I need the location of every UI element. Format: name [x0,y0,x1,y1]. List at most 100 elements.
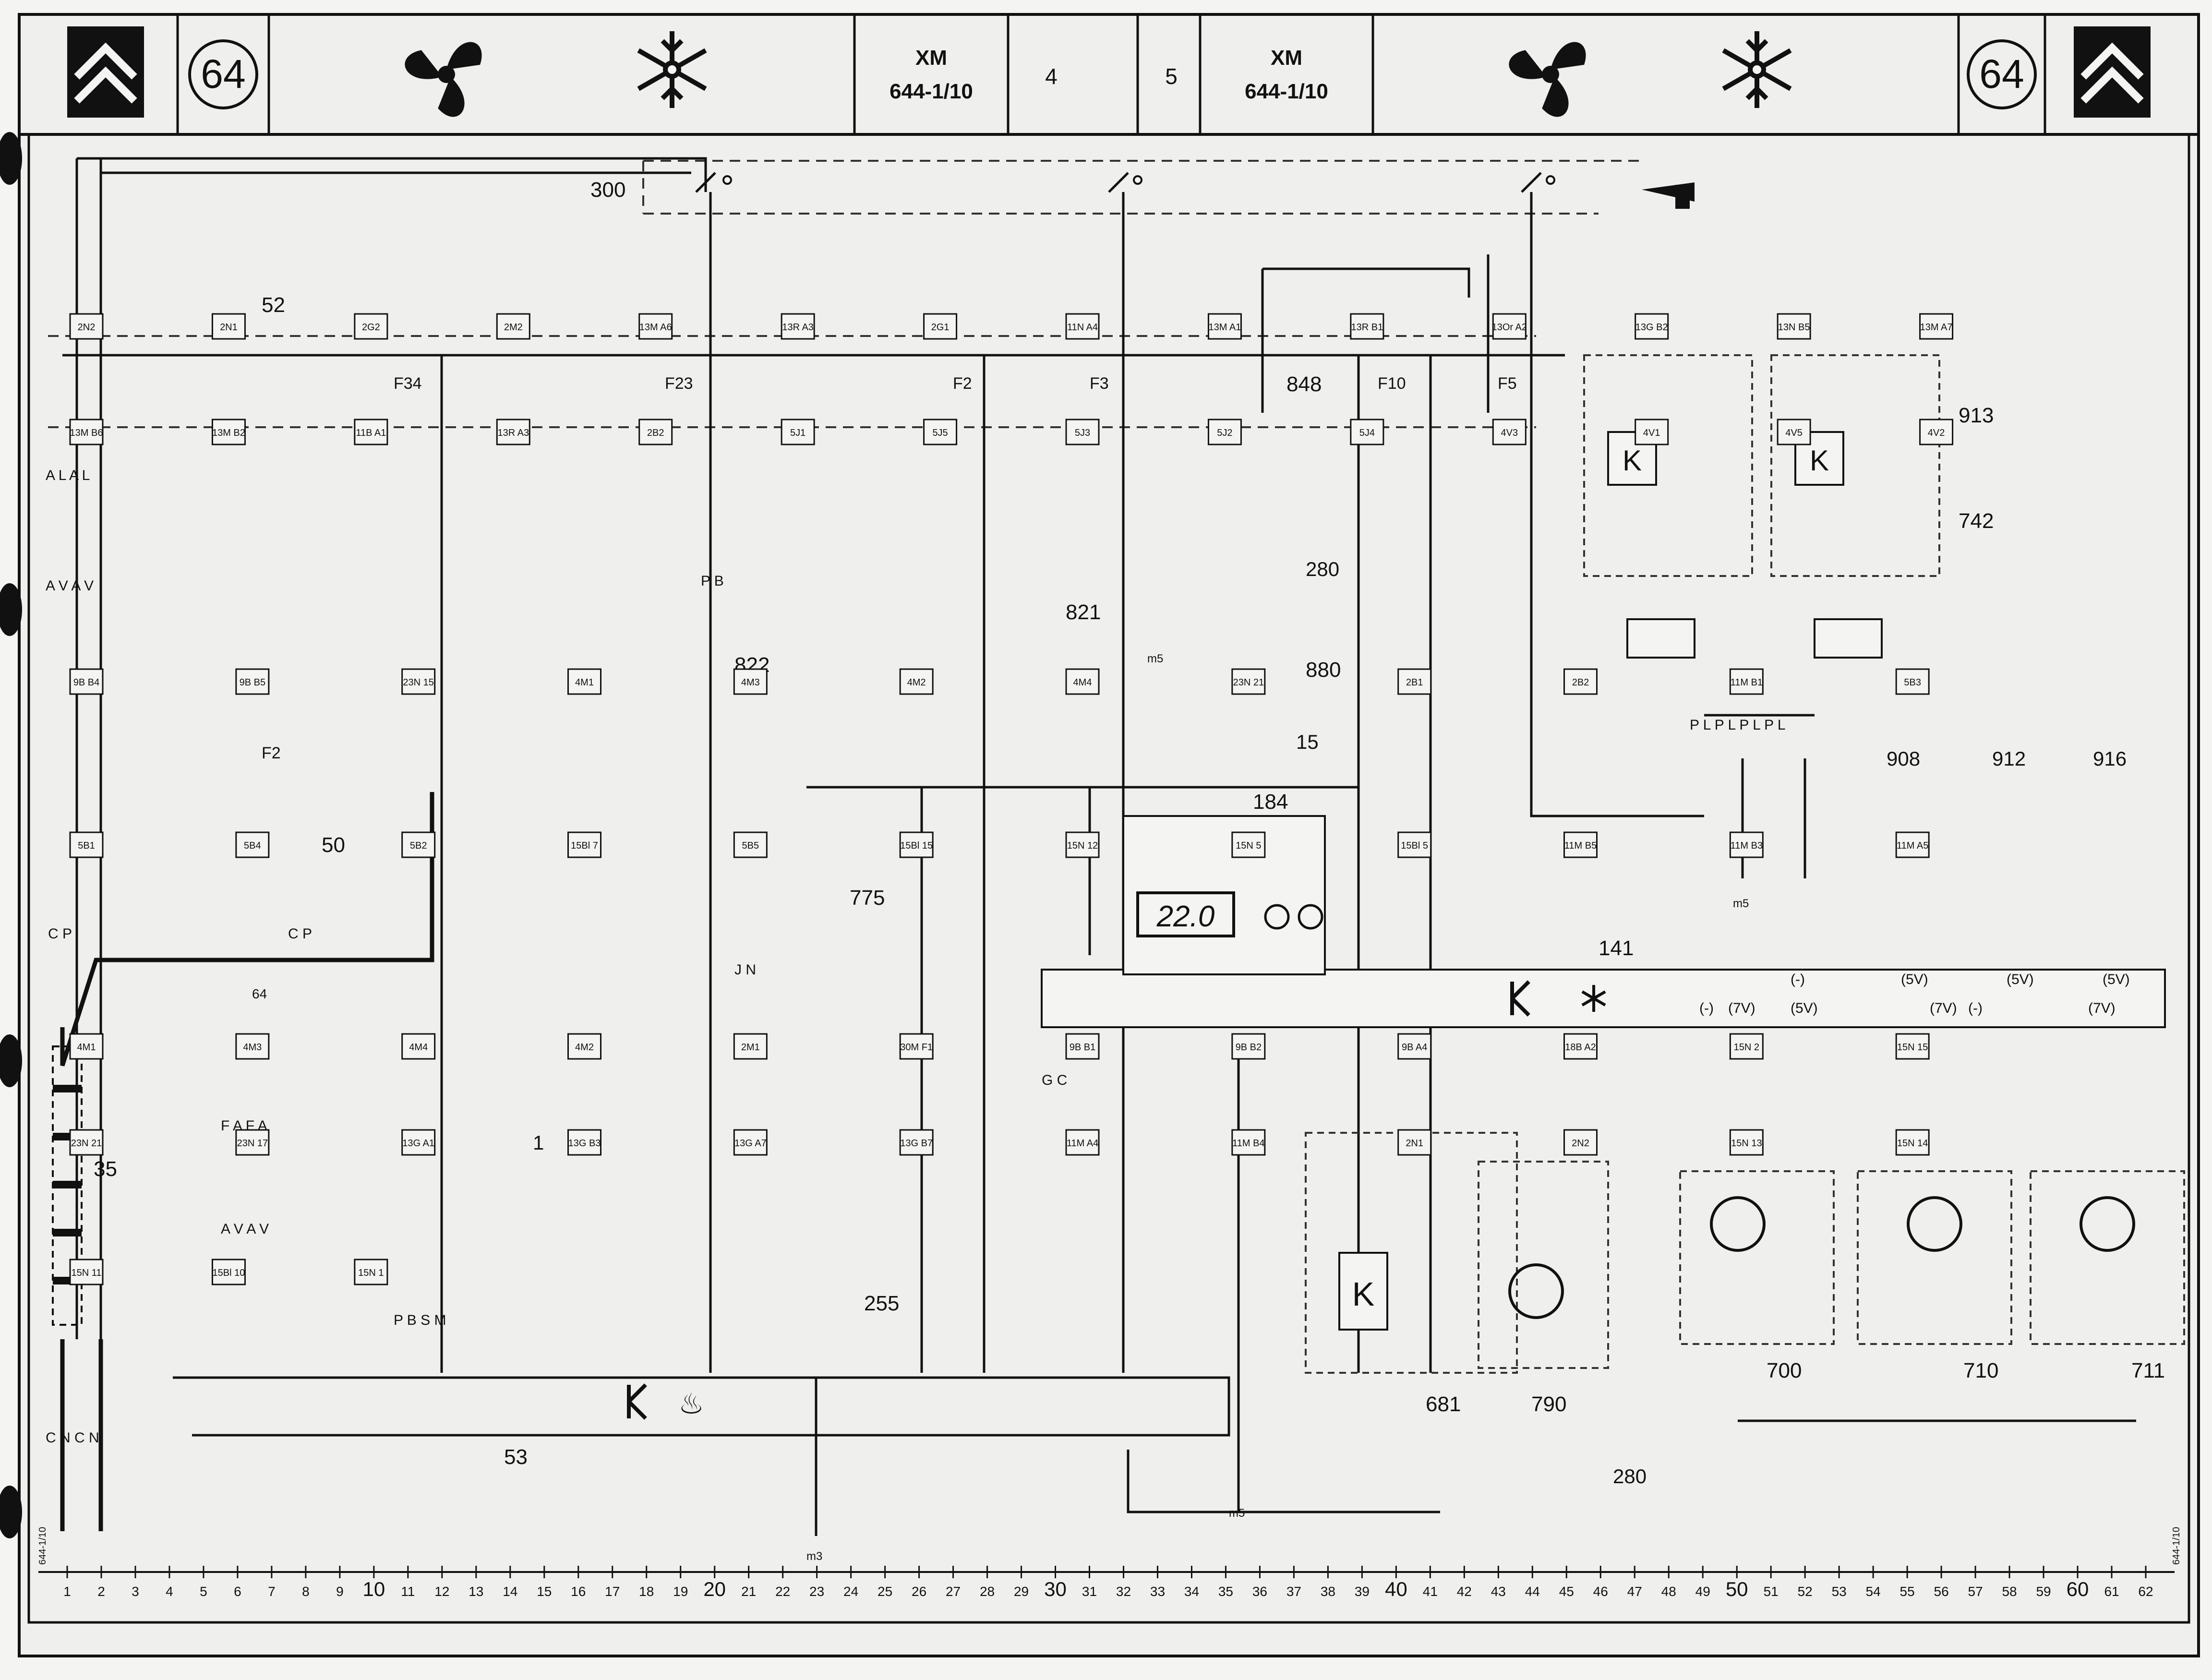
svg-text:(7V): (7V) [2088,1000,2116,1016]
connector-label: 15N 13 [1731,1138,1762,1149]
connector-block: 4M1 [567,668,601,695]
svg-text:913: 913 [1959,404,1994,427]
lamp-icon [1298,904,1323,930]
connector-block: 9B B4 [69,668,104,695]
connector-block: 13M A1 [1207,313,1242,340]
connector-label: 2G1 [931,322,950,333]
snowflake-icon [1581,985,1606,1012]
display-184: 184 22.0 [1122,790,1326,975]
connector-block: 23N 17 [235,1129,270,1156]
connector-block: 15N 1 [354,1259,388,1285]
scale-number: 16 [571,1584,586,1599]
connector-block: 5B5 [733,831,768,858]
svg-text:700: 700 [1767,1359,1802,1382]
diagram-ref: 644-1/10 [890,80,973,103]
connector-block: 15N 5 [1231,831,1266,858]
connector-block: 13M B2 [211,419,246,445]
connector-block: 15Bl 7 [567,831,601,858]
scale-number: 42 [1457,1584,1472,1599]
svg-text:681: 681 [1426,1392,1461,1416]
module-141: 141 (-) (7V) (5V) (5V) (5V) (5V) (7V) (-… [1041,936,2166,1028]
connector-label: 13Or A2 [1492,322,1527,333]
connector-label: 2N2 [78,322,96,333]
scale-number: 54 [1866,1584,1881,1599]
scale-number: 6 [234,1584,241,1599]
connector-label: 4M3 [741,677,760,688]
connector-block: 5J5 [923,419,958,445]
model-label: XM [915,46,947,70]
connector-block: 23N 21 [1231,668,1266,695]
connector-label: 9B B4 [73,677,99,688]
scale-number: 28 [980,1584,995,1599]
scale-number: 32 [1116,1584,1131,1599]
scale-number: 12 [434,1584,449,1599]
connector-block: 5J2 [1207,419,1242,445]
connector-block: 13R B1 [1350,313,1384,340]
connector-label: 4M2 [575,1042,594,1053]
fuse-row: F34 F23 F2 F3 F10 F5 F2 [262,374,1517,762]
scale-number: 15 [537,1584,552,1599]
connector-block: 13G A7 [733,1129,768,1156]
scale-number: 20 [703,1578,726,1600]
section-number: 64 [201,51,245,96]
svg-text:(-): (-) [1699,1000,1714,1016]
scale-number: 22 [775,1584,790,1599]
svg-text:m5: m5 [1147,652,1163,665]
connector-label: 4V2 [1928,428,1945,438]
page-number-right: 5 [1165,64,1178,89]
scale-number: 52 [1798,1584,1813,1599]
connector-label: 15N 12 [1067,840,1098,851]
svg-text:P L P L P L P L: P L P L P L P L [1690,717,1786,733]
scale-number: 2 [97,1584,105,1599]
scale-number: 45 [1559,1584,1574,1599]
snowflake-icon [1722,31,1792,108]
connector-block: 13G B2 [1635,313,1669,340]
connector-label: 2N1 [1406,1138,1423,1149]
svg-text:A V A V: A V A V [221,1221,269,1237]
connector-label: 4V1 [1643,428,1660,438]
svg-text:(-): (-) [1791,972,1805,987]
binder-holes [0,132,22,1538]
relay-k-label: K [1352,1275,1375,1313]
connector-block: 13Or A2 [1492,313,1527,340]
svg-text:F34: F34 [394,374,422,393]
scale-number: 59 [2036,1584,2051,1599]
scale-number: 33 [1150,1584,1165,1599]
connector-label: 15Bl 5 [1401,840,1428,851]
module-53: 53 ♨ [173,1376,1230,1469]
connector-label: 13M B2 [212,428,245,438]
scale-number: 26 [912,1584,926,1599]
svg-text:(-): (-) [1968,1000,1983,1016]
connector-block: 13G B3 [567,1129,601,1156]
connector-block: 9B B1 [1065,1033,1100,1060]
connector-label: 2N1 [220,322,238,333]
connector-block: 13G A1 [401,1129,436,1156]
wire-codes: A L A L A V A V C P C P C N C N P B G C … [46,468,1786,1446]
connector-block: 5B2 [401,831,436,858]
connector-block: 4M3 [733,668,768,695]
connector-label: 23N 17 [237,1138,268,1149]
connector-label: 5J5 [932,428,948,438]
fan-icon [1509,42,1586,117]
svg-text:A V A V: A V A V [46,578,94,594]
connector-block: 5B1 [69,831,104,858]
connector-block: 15N 14 [1895,1129,1930,1156]
connector-label: 5B3 [1904,677,1921,688]
scale-number: 38 [1321,1584,1335,1599]
svg-text:(5V): (5V) [1791,1000,1818,1016]
connector-label: 13M A6 [639,322,672,333]
section-badge [1967,39,2037,109]
connector-block: 13G B7 [899,1129,934,1156]
connector-block: 11M B1 [1729,668,1764,695]
scale-number: 50 [1726,1578,1748,1600]
connector-label: 30M F1 [900,1042,933,1053]
connector-block: 9B B5 [235,668,270,695]
connector-block: 15N 13 [1729,1129,1764,1156]
scale-number: 17 [605,1584,620,1599]
svg-text:C P: C P [48,926,72,942]
svg-text:912: 912 [1992,747,2026,770]
connector-block: 2N1 [1397,1129,1432,1156]
connector-label: 4M4 [409,1042,428,1053]
label-280: 280 [1613,1465,1647,1488]
